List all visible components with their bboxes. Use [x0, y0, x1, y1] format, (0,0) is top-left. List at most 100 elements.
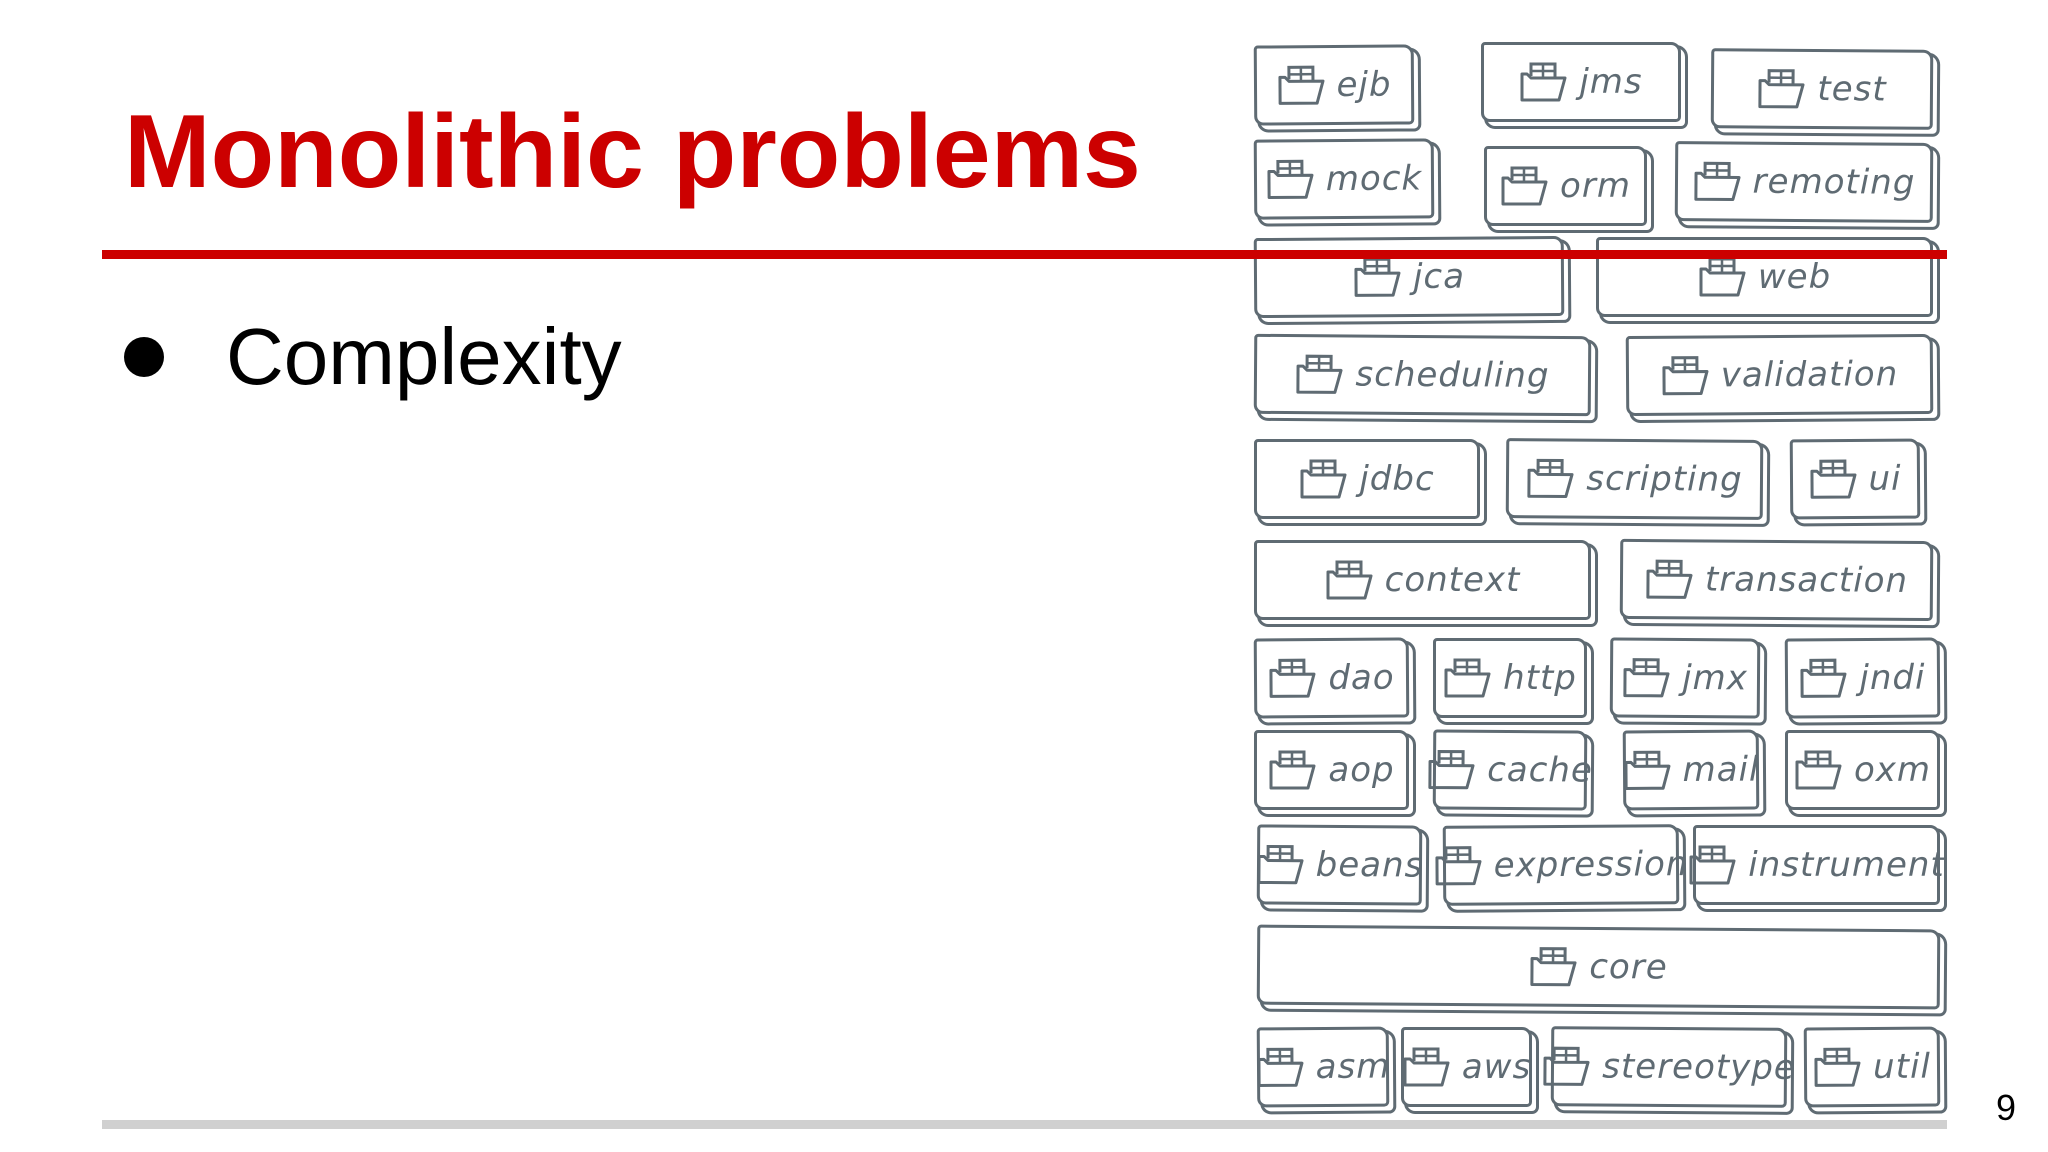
module-content: context	[1325, 558, 1521, 602]
module-content: scheduling	[1295, 352, 1550, 398]
folder-icon	[1444, 658, 1491, 698]
folder-icon	[1257, 1047, 1304, 1087]
module-label: jmx	[1682, 657, 1748, 699]
folder-icon	[1795, 750, 1842, 790]
folder-icon	[1296, 354, 1344, 394]
module-label: mail	[1682, 749, 1760, 791]
module-label: test	[1817, 68, 1887, 110]
module-box-jndi: jndi	[1784, 637, 1941, 719]
folder-icon	[1662, 356, 1709, 396]
module-box-remoting: remoting	[1674, 141, 1934, 223]
folder-icon	[1501, 166, 1548, 206]
module-label: util	[1872, 1046, 1932, 1087]
module-content: instrument	[1688, 843, 1945, 887]
module-label: jca	[1412, 256, 1466, 297]
folder-icon	[1428, 749, 1475, 790]
module-content: orm	[1500, 164, 1631, 208]
module-label: cache	[1487, 749, 1593, 791]
module-label: oxm	[1853, 750, 1932, 790]
folder-icon	[1269, 658, 1316, 698]
module-content: web	[1698, 255, 1831, 299]
module-label: expression	[1493, 844, 1689, 886]
folder-icon	[1699, 257, 1746, 297]
module-label: context	[1384, 560, 1521, 600]
module-box-transaction: transaction	[1619, 538, 1934, 622]
module-label: jdbc	[1359, 459, 1435, 499]
module-content: jca	[1353, 255, 1465, 300]
folder-icon	[1435, 846, 1482, 886]
module-label: jndi	[1859, 657, 1926, 699]
module-box-context: context	[1254, 540, 1591, 620]
folder-icon	[1814, 1047, 1861, 1087]
module-content: http	[1443, 656, 1577, 700]
module-label: core	[1589, 946, 1668, 988]
module-box-dao: dao	[1253, 637, 1410, 719]
module-box-jms: jms	[1481, 42, 1681, 122]
module-content: test	[1757, 67, 1887, 112]
module-content: aws	[1402, 1045, 1531, 1089]
folder-icon	[1646, 559, 1693, 599]
module-label: scheduling	[1355, 354, 1550, 396]
folder-icon	[1800, 658, 1847, 698]
module-content: asm	[1256, 1045, 1391, 1090]
module-box-oxm: oxm	[1785, 730, 1940, 810]
module-box-web: web	[1596, 237, 1933, 317]
module-label: asm	[1315, 1046, 1391, 1088]
module-label: web	[1757, 257, 1832, 297]
folder-icon	[1326, 560, 1373, 600]
module-label: orm	[1560, 166, 1631, 206]
folder-icon	[1530, 947, 1577, 987]
folder-icon	[1527, 458, 1574, 499]
folder-icon	[1809, 459, 1856, 499]
module-label: validation	[1720, 354, 1899, 396]
module-box-jmx: jmx	[1609, 637, 1761, 719]
module-content: stereotype	[1542, 1044, 1796, 1090]
module-box-core: core	[1256, 924, 1941, 1010]
module-box-scripting: scripting	[1505, 438, 1764, 520]
module-content: validation	[1661, 352, 1899, 398]
folder-icon	[1267, 159, 1314, 200]
folder-icon	[1623, 658, 1670, 698]
module-box-jdbc: jdbc	[1254, 439, 1480, 519]
module-label: beans	[1315, 844, 1424, 886]
page-number: 9	[1995, 1087, 2017, 1128]
folder-icon	[1300, 459, 1347, 499]
title-underline	[102, 250, 1947, 259]
module-box-expression: expression	[1435, 824, 1689, 906]
folder-icon	[1520, 62, 1567, 102]
module-box-orm: orm	[1484, 146, 1647, 226]
module-content: expression	[1433, 842, 1689, 888]
module-diagram: ejb jms test mock orm remoting jca web schedulin…	[1253, 40, 1945, 1110]
module-content: mock	[1266, 156, 1423, 201]
module-label: stereotype	[1602, 1046, 1796, 1088]
folder-icon	[1624, 750, 1671, 790]
module-content: aop	[1268, 748, 1394, 792]
module-box-validation: validation	[1625, 333, 1934, 417]
module-content: ejb	[1276, 63, 1392, 108]
module-label: http	[1503, 658, 1577, 698]
module-box-ui: ui	[1789, 438, 1921, 520]
module-box-cache: cache	[1428, 729, 1593, 811]
folder-icon	[1758, 69, 1805, 109]
folder-icon	[1689, 845, 1736, 885]
folder-icon	[1403, 1047, 1450, 1087]
bullet-list: Complexity	[124, 312, 622, 402]
module-content: cache	[1427, 747, 1593, 792]
module-label: ui	[1868, 458, 1902, 499]
module-label: transaction	[1704, 559, 1909, 601]
module-content: dao	[1268, 656, 1395, 701]
module-label: aop	[1328, 750, 1395, 790]
module-box-asm: asm	[1256, 1026, 1391, 1108]
module-content: ui	[1808, 457, 1902, 502]
bullet-dot-icon	[124, 337, 164, 377]
folder-icon	[1543, 1046, 1590, 1086]
module-content: beans	[1256, 842, 1424, 887]
module-label: scripting	[1586, 458, 1743, 500]
module-content: oxm	[1794, 748, 1931, 792]
module-content: transaction	[1645, 557, 1908, 603]
slide-title: Monolithic problems	[124, 94, 1141, 210]
module-box-stereotype: stereotype	[1543, 1026, 1796, 1108]
module-box-mock: mock	[1253, 138, 1435, 220]
module-content: scripting	[1526, 456, 1743, 502]
module-content: remoting	[1692, 159, 1915, 205]
